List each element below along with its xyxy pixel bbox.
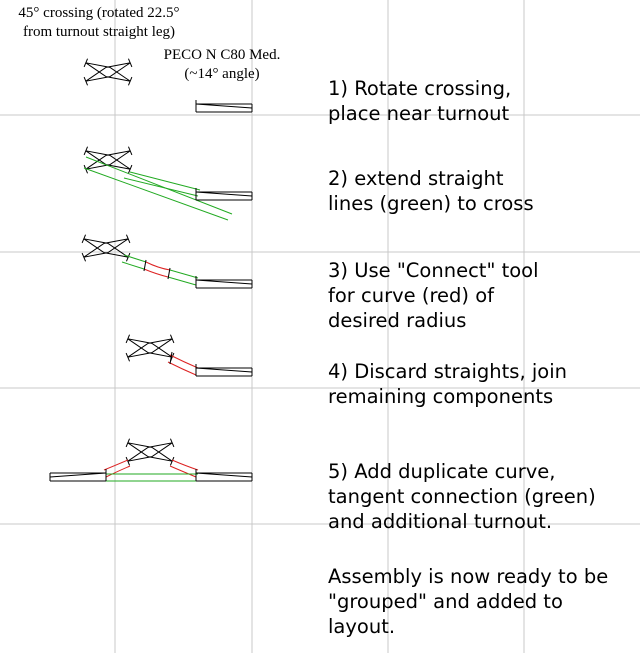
step-3-joint bbox=[143, 259, 147, 272]
step-4-text: 4) Discard straights, join remaining com… bbox=[328, 360, 567, 408]
crossing-tie bbox=[169, 334, 175, 344]
step-5-turnout-left bbox=[49, 469, 107, 482]
turnout-annotation: PECO N C80 Med. (~14° angle) bbox=[163, 47, 281, 82]
crossing-tie bbox=[127, 146, 133, 156]
crossing-rail bbox=[83, 238, 129, 258]
step-3-joint bbox=[167, 267, 171, 280]
turnout-diverging-rail bbox=[195, 191, 253, 197]
step-3-turnout bbox=[195, 276, 253, 289]
crossing-tie bbox=[125, 334, 131, 344]
crossing-rail bbox=[85, 62, 131, 82]
crossing-tie bbox=[125, 252, 131, 262]
crossing-tie bbox=[125, 234, 131, 244]
crossing-tie bbox=[127, 164, 133, 174]
crossing-tie bbox=[127, 76, 133, 86]
crossing-tie bbox=[83, 146, 89, 156]
crossing-tie bbox=[125, 456, 131, 466]
step-4-curve bbox=[167, 354, 199, 376]
crossing-rail bbox=[85, 62, 131, 82]
crossing-rail bbox=[83, 238, 129, 258]
step-3-straight bbox=[167, 269, 199, 286]
crossing-rail bbox=[127, 442, 173, 462]
crossing-tie bbox=[169, 438, 175, 448]
step-2-turnout bbox=[195, 188, 253, 201]
step-2-crossing bbox=[83, 146, 133, 174]
step-5-turnout-right bbox=[195, 469, 253, 482]
step-2-straight-extension bbox=[83, 156, 233, 221]
step-2-straight-extension bbox=[123, 171, 201, 197]
crossing-rail bbox=[127, 338, 173, 358]
step-1-text: 1) Rotate crossing, place near turnout bbox=[328, 77, 512, 125]
crossing-tie bbox=[81, 234, 87, 244]
turnout-diverging-rail bbox=[195, 367, 253, 373]
crossing-rail bbox=[127, 338, 173, 358]
summary-text: Assembly is now ready to be "grouped" an… bbox=[328, 565, 609, 638]
step-4-crossing bbox=[125, 334, 175, 362]
step-4-turnout bbox=[195, 364, 253, 377]
step-4-joint bbox=[169, 351, 173, 365]
step-3-straight bbox=[121, 254, 147, 270]
crossing-tie bbox=[125, 438, 131, 448]
crossing-tie bbox=[83, 58, 89, 68]
track-drawings bbox=[49, 58, 253, 482]
crossing-tie bbox=[83, 76, 89, 86]
step-2-text: 2) extend straight lines (green) to cros… bbox=[328, 167, 534, 215]
turnout-diverging-rail bbox=[195, 279, 253, 285]
step-1-crossing bbox=[83, 58, 133, 86]
step-5-text: 5) Add duplicate curve, tangent connecti… bbox=[328, 460, 596, 533]
step-5-tangent-connection bbox=[106, 473, 198, 482]
crossing-tie bbox=[127, 58, 133, 68]
crossing-annotation: 45° crossing (rotated 22.5° from turnout… bbox=[18, 5, 180, 40]
crossing-tie bbox=[125, 352, 131, 362]
crossing-tie bbox=[169, 456, 175, 466]
step-3-crossing bbox=[81, 234, 131, 262]
step-1-turnout bbox=[195, 100, 253, 113]
turnout-diverging-rail bbox=[195, 472, 253, 478]
crossing-tie bbox=[81, 252, 87, 262]
step-3-text: 3) Use "Connect" tool for curve (red) of… bbox=[328, 259, 539, 332]
crossing-rail bbox=[127, 442, 173, 462]
turnout-diverging-rail bbox=[195, 103, 253, 109]
turnout-diverging-rail bbox=[49, 472, 107, 478]
step-5-crossing bbox=[125, 438, 175, 466]
step-3-curve bbox=[143, 261, 171, 278]
